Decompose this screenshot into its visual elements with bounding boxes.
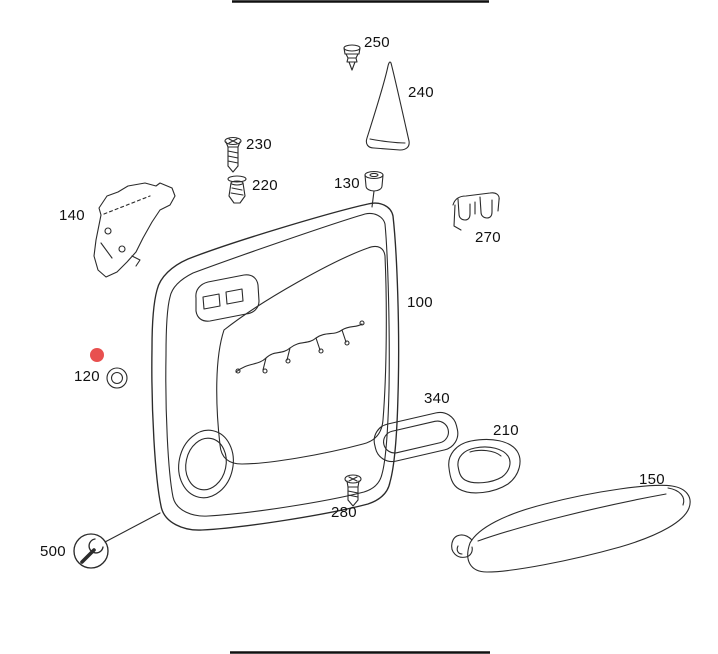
part-150-drawing xyxy=(451,484,691,573)
part-label-220: 220 xyxy=(252,177,278,194)
leader-line-500 xyxy=(104,512,161,543)
part-140-drawing xyxy=(93,182,176,278)
part-label-240: 240 xyxy=(408,84,434,101)
part-340-drawing xyxy=(373,411,459,463)
part-100-drawing xyxy=(151,202,400,531)
part-label-250: 250 xyxy=(364,34,390,51)
part-120-drawing xyxy=(106,367,128,389)
part-240-drawing xyxy=(365,61,410,151)
part-label-210: 210 xyxy=(493,422,519,439)
part-210-drawing xyxy=(448,438,521,494)
part-label-500: 500 xyxy=(40,543,66,560)
part-230-drawing xyxy=(224,136,242,173)
part-220-drawing xyxy=(227,175,247,204)
part-label-270: 270 xyxy=(475,229,501,246)
highlight-dot xyxy=(90,348,104,362)
part-label-340: 340 xyxy=(424,390,450,407)
part-label-230: 230 xyxy=(246,136,272,153)
wrench-icon xyxy=(80,538,104,564)
part-label-100: 100 xyxy=(407,294,433,311)
part-130-drawing xyxy=(364,170,384,208)
part-270-drawing xyxy=(452,192,500,231)
part-500-drawing xyxy=(73,512,161,569)
part-label-120: 120 xyxy=(74,368,100,385)
part-label-280: 280 xyxy=(331,504,357,521)
part-label-150: 150 xyxy=(639,471,665,488)
part-label-130: 130 xyxy=(334,175,360,192)
part-250-drawing xyxy=(343,44,361,71)
part-280-drawing xyxy=(344,474,362,507)
part-label-140: 140 xyxy=(59,207,85,224)
